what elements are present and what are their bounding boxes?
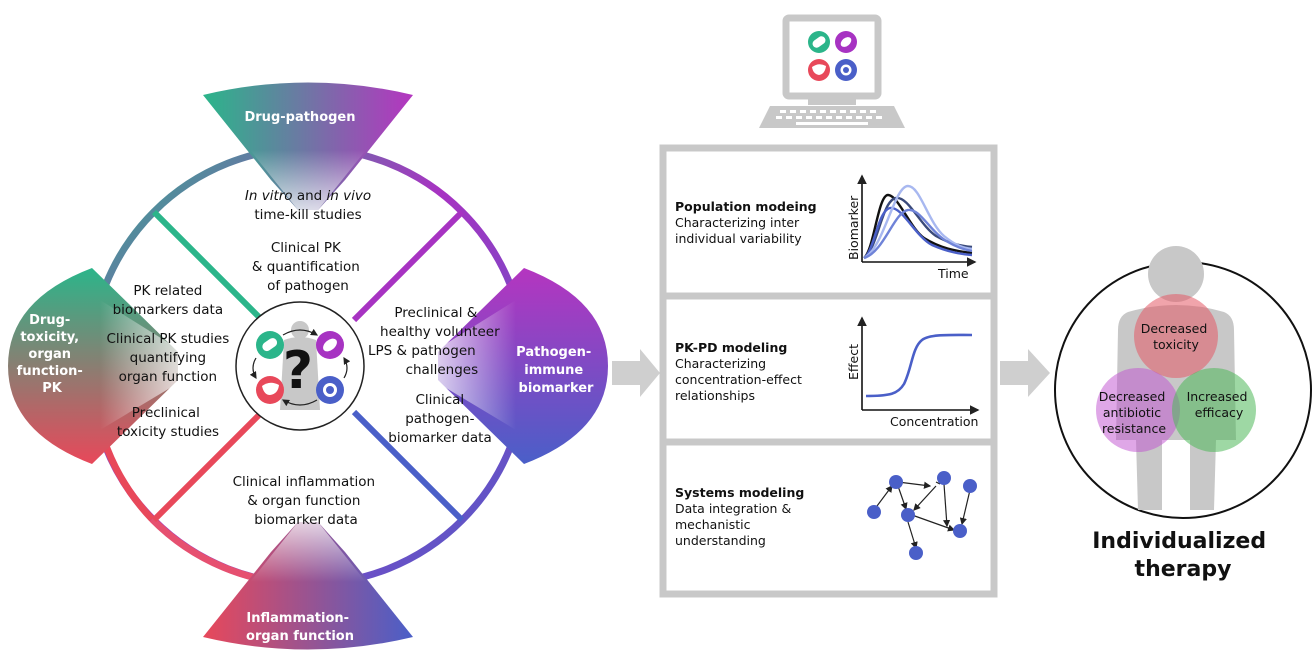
systems-model: Systems modeling Data integration & mech… — [675, 471, 977, 560]
flow-arrow-2 — [1000, 349, 1050, 397]
resistance-circle — [1096, 368, 1180, 452]
quadrant-bottom: Clinical inflammation & organ function b… — [233, 474, 380, 528]
pkpd-ylabel: Effect — [846, 344, 861, 380]
cycle-arrow — [343, 356, 351, 379]
petal-drug-pathogen: Drug-pathogen — [203, 82, 413, 210]
svg-text:Clinical PK & quantifica: Clinical PK & quantification of pathogen — [252, 240, 364, 294]
spoke-top-left — [151, 209, 265, 323]
outcome-caption: Individualized therapy — [1092, 529, 1274, 582]
svg-text:PK related biomarkers da: PK related biomarkers data Clinical PK s… — [106, 283, 233, 440]
immune-cell-icon — [316, 376, 344, 404]
network-node — [867, 505, 881, 519]
cycle-arrow — [281, 399, 318, 407]
svg-text:In vitro and in vivo: In vitro and in vivo — [245, 188, 371, 204]
bacteria-icon — [316, 331, 344, 359]
pk-curve — [863, 193, 973, 259]
toxicity-circle — [1134, 294, 1218, 378]
svg-text:time-kill studies: time-kill studies — [254, 207, 361, 223]
svg-text:Preclinical & healthy vo: Preclinical & healthy volunteer LPS & pa… — [368, 305, 504, 446]
quadrant-right: Preclinical & healthy volunteer LPS & pa… — [368, 305, 504, 446]
computer-icon — [759, 14, 905, 128]
svg-text:Decreased antibiotic: Decreased antibiotic resistance — [1099, 389, 1170, 436]
pk-curve — [863, 208, 973, 260]
outcome: Decreased toxicity Decreased antibiotic … — [1054, 246, 1312, 582]
question-mark: ? — [283, 341, 313, 401]
efficacy-circle — [1172, 368, 1256, 452]
network-node — [909, 546, 923, 560]
cycle-arrow — [282, 328, 319, 336]
model-panel — [659, 144, 998, 598]
spoke-bottom-right — [351, 409, 465, 523]
spoke-top-right — [351, 209, 465, 323]
quadrant-left: PK related biomarkers data Clinical PK s… — [106, 283, 233, 440]
network-edges — [873, 481, 971, 550]
petal-bottom-label: Inflammation- organ function — [246, 611, 354, 644]
population-title: Population modeing — [675, 199, 817, 214]
spoke-bottom-left — [151, 409, 265, 523]
flow-arrow-1 — [612, 349, 660, 397]
petal-drug-toxicity: Drug- toxicity, organ function- PK — [8, 268, 180, 464]
population-ylabel: Biomarker — [846, 195, 861, 260]
sigmoid-curve — [865, 333, 973, 398]
petal-top-label: Drug-pathogen — [244, 110, 355, 125]
population-xlabel: Time — [937, 266, 969, 281]
pkpd-title: PK-PD modeling — [675, 340, 787, 355]
pkpd-model: PK-PD modeling Characterizing concentrat… — [675, 316, 980, 429]
cycle-arrow — [249, 357, 257, 380]
network-node — [963, 479, 977, 493]
systems-title: Systems modeling — [675, 485, 804, 500]
network-node — [901, 508, 915, 522]
svg-text:Characterizing concentra: Characterizing concentration-effect rela… — [675, 356, 806, 403]
svg-text:Increased efficacy: Increased efficacy — [1187, 389, 1252, 420]
network-node — [953, 524, 967, 538]
svg-text:Clinical inflammation &: Clinical inflammation & organ function b… — [233, 474, 380, 528]
petal-right-label: Pathogen- immune biomarker — [516, 345, 596, 396]
person-body-icon — [280, 337, 320, 410]
svg-text:Characterizing inter ind: Characterizing inter individual variabil… — [675, 215, 803, 246]
svg-text:Decreased toxicity: Decreased toxicity — [1141, 321, 1212, 352]
person-head-icon — [1148, 246, 1204, 302]
pk-curve — [863, 184, 973, 260]
quadrant-top: In vitro and in vivo time-kill studies C… — [245, 188, 371, 294]
center-hub: ? — [235, 301, 365, 431]
petal-left-label: Drug- toxicity, organ function- PK — [17, 313, 88, 396]
organ-icon — [256, 376, 284, 404]
network-node — [889, 475, 903, 489]
petal-inflammation: Inflammation- organ function — [203, 522, 413, 650]
network-node — [937, 471, 951, 485]
population-model: Population modeing Characterizing inter … — [675, 174, 977, 281]
petal-pathogen-immune: Pathogen- immune biomarker — [436, 268, 608, 464]
pkpd-xlabel: Concentration — [890, 414, 978, 429]
pill-icon — [256, 331, 284, 359]
svg-text:Data integration & mecha: Data integration & mechanistic understan… — [675, 501, 795, 548]
pk-curve — [863, 206, 973, 260]
